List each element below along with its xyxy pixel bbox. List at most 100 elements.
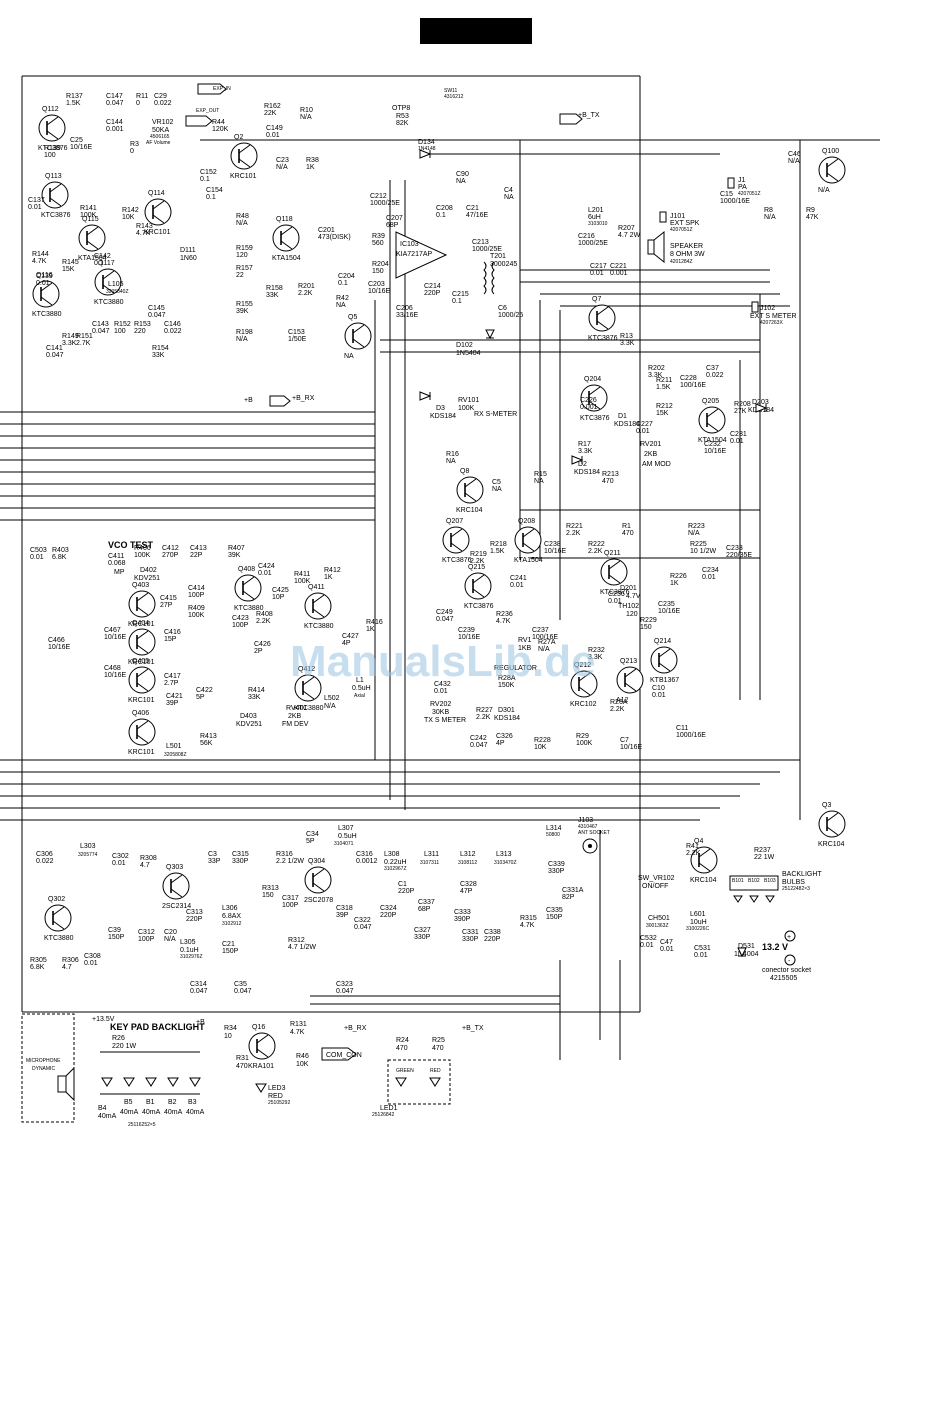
component-value: N/A	[788, 158, 800, 165]
component-ref: R305	[30, 957, 47, 964]
component-value: 6.8K	[30, 964, 45, 971]
component-value: 0.1	[338, 280, 348, 287]
d102-type: 1N5404	[456, 350, 481, 357]
component-ref: R27A	[538, 639, 556, 646]
j1-name: PA	[738, 184, 747, 191]
j1-part: 4207051Z	[738, 191, 761, 197]
rv1-ref: RV1	[518, 637, 532, 644]
sw11-ref: SW11	[444, 88, 457, 94]
component-value: 0.1	[436, 212, 446, 219]
component-ref: C337	[418, 899, 435, 906]
ic103-type: KIA7217AP	[396, 251, 433, 258]
transistor-body	[818, 156, 846, 184]
transistor-ref: Q5	[348, 314, 357, 321]
component-ref: C15	[720, 191, 733, 198]
component-ref: C531	[694, 945, 711, 952]
diodes	[419, 149, 768, 958]
component-value: 100	[114, 328, 126, 335]
j1-ref: J1	[738, 177, 746, 184]
th102-val: 120	[626, 611, 638, 618]
component-ref: C213	[472, 239, 489, 246]
transistor-type: KRC102	[570, 701, 597, 708]
component-ref: C327	[414, 927, 431, 934]
component-value: 47K	[806, 214, 819, 221]
transistor-type: KTC3876	[442, 557, 472, 564]
component-r41: R412.2K	[686, 843, 701, 857]
led-ma-4: 40mA	[164, 1109, 183, 1116]
component-value: 39P	[336, 912, 349, 919]
component-value: 150	[640, 624, 652, 631]
rv101-name: RX S-METER	[474, 411, 517, 418]
transistor-ref: Q8	[460, 468, 469, 475]
l308-ref: L308	[384, 851, 400, 858]
transistor-body	[162, 872, 190, 900]
r46-ref: R46	[296, 1053, 309, 1060]
component-value: 5P	[196, 694, 205, 701]
component-value: 220P	[484, 936, 501, 943]
b-flag: +B	[244, 397, 253, 404]
led-b1: B1	[146, 1099, 155, 1106]
transistor-ref: Q117	[98, 260, 115, 267]
component-value: 82K	[396, 120, 409, 127]
b-flag-2: +B	[196, 1019, 205, 1026]
component-value: 0.022	[164, 328, 182, 335]
component-value: 68P	[386, 222, 399, 229]
component-ref: C249	[436, 609, 453, 616]
sw-vr102: SW_VR102	[638, 875, 675, 882]
l307-val: 0.5uH	[338, 833, 357, 840]
component-ref: R207	[618, 225, 635, 232]
component-value: 100P	[188, 592, 205, 599]
component-ref: C242	[470, 735, 487, 742]
l501-part: 3205808Z	[164, 752, 187, 758]
vco-test: VCO TEST	[108, 540, 154, 550]
component-ref: C317	[282, 895, 299, 902]
transistor-type: KTC3880	[94, 299, 124, 306]
component-ref: R403	[52, 547, 69, 554]
vr102-val: 50KA	[152, 127, 169, 134]
backlight-label: BACKLIGHT	[782, 871, 822, 878]
mp-label: MP	[114, 569, 125, 576]
component-value: 0.01	[652, 692, 666, 699]
component-value: 4.7K	[520, 922, 535, 929]
component-value: 10P	[272, 594, 285, 601]
component-ref: R213	[602, 471, 619, 478]
component-value: NA	[336, 302, 346, 309]
r131-val: 4.7K	[290, 1029, 305, 1036]
component-ref: C503	[30, 547, 47, 554]
component-ref: R155	[236, 301, 253, 308]
component-value: N/A	[764, 214, 776, 221]
t201-ref: T201	[490, 253, 506, 260]
l308-val: 0.22uH	[384, 859, 407, 866]
component-ref: C331A	[562, 887, 584, 894]
component-value: 10/16E	[658, 608, 681, 615]
component-ref: R44	[212, 119, 225, 126]
component-value: 0.022	[154, 100, 172, 107]
bulbs-label: BULBS	[782, 879, 805, 886]
transistor-body	[344, 322, 372, 350]
component-value: 1000/25	[498, 312, 523, 319]
t201-part: 3000245	[490, 261, 517, 268]
transistor-ref: Q4	[694, 838, 703, 845]
component-ref: R8	[764, 207, 773, 214]
component-ref: R237	[754, 847, 771, 854]
component-value: 0.01	[28, 204, 42, 211]
component-value: 0.1	[452, 298, 462, 305]
